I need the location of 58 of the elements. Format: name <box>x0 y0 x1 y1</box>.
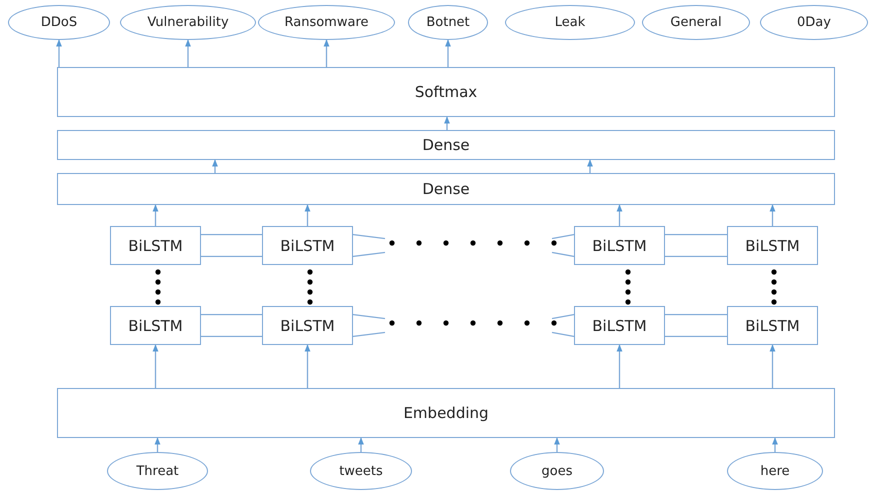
connector-line <box>665 234 727 236</box>
connector-line <box>552 314 574 320</box>
connector-line <box>201 314 262 316</box>
bilstm-cell-box: BiLSTM <box>262 306 353 345</box>
connector-line <box>552 252 574 258</box>
connector-line <box>201 234 262 236</box>
bilstm-cell-box: BiLSTM <box>574 226 665 265</box>
bilstm-cell-box: BiLSTM <box>727 306 818 345</box>
layer-box: Dense <box>57 130 835 160</box>
arrow <box>152 344 158 388</box>
class-ellipse: DDoS <box>8 5 110 40</box>
arrow <box>304 204 310 226</box>
arrow <box>152 204 158 226</box>
connector-line <box>552 332 574 338</box>
connector-line <box>665 336 727 338</box>
arrow <box>772 437 778 452</box>
arrow <box>56 39 62 67</box>
word-ellipse: tweets <box>310 452 412 490</box>
bilstm-cell-box: BiLSTM <box>110 306 201 345</box>
arrow <box>616 204 622 226</box>
arrow <box>444 116 450 130</box>
arrow <box>185 39 191 67</box>
connector-line <box>665 256 727 258</box>
class-ellipse: Vulnerability <box>120 5 256 40</box>
class-ellipse: General <box>642 5 750 40</box>
connector-line <box>352 234 386 240</box>
layer-box: Embedding <box>57 388 835 438</box>
arrow <box>587 159 593 173</box>
connector-line <box>352 252 386 258</box>
layer-box: Softmax <box>57 67 835 117</box>
class-ellipse: Botnet <box>408 5 488 40</box>
arrow <box>154 437 160 452</box>
connector-line <box>352 314 386 320</box>
connector-line <box>201 336 262 338</box>
arrow <box>324 39 330 67</box>
arrow <box>304 344 310 388</box>
class-ellipse: Leak <box>505 5 635 40</box>
arrow <box>358 437 364 452</box>
bilstm-cell-box: BiLSTM <box>727 226 818 265</box>
arrow <box>770 344 776 388</box>
arrow <box>212 159 218 173</box>
class-ellipse: 0Day <box>760 5 868 40</box>
arrow <box>445 39 451 67</box>
connector-line <box>552 234 574 240</box>
connector-line <box>352 332 386 338</box>
word-ellipse: Threat <box>107 452 208 490</box>
bilstm-cell-box: BiLSTM <box>262 226 353 265</box>
bilstm-cell-box: BiLSTM <box>574 306 665 345</box>
layer-box: Dense <box>57 173 835 205</box>
word-ellipse: here <box>727 452 823 490</box>
arrow <box>616 344 622 388</box>
arrow <box>770 204 776 226</box>
bilstm-cell-box: BiLSTM <box>110 226 201 265</box>
arrow <box>554 437 560 452</box>
word-ellipse: goes <box>510 452 604 490</box>
class-ellipse: Ransomware <box>258 5 395 40</box>
connector-line <box>665 314 727 316</box>
connector-line <box>201 256 262 258</box>
